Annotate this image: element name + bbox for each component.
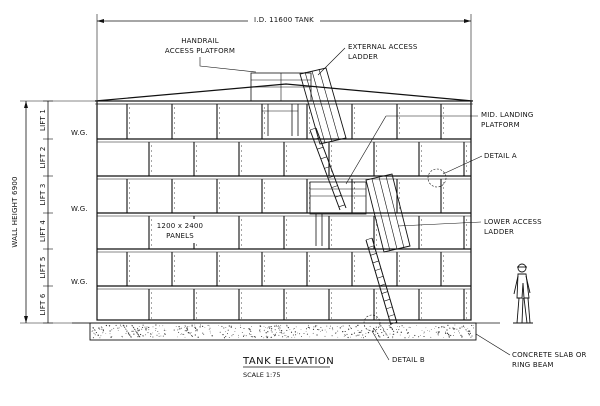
callout-concrete-line2: RING BEAM [512,361,554,369]
panels-label-line1: 1200 x 2400 [157,222,203,230]
title-text: TANK ELEVATION [242,356,334,367]
scale-text: SCALE 1:75 [243,371,281,379]
callout-detail-a: DETAIL A [427,152,517,188]
callout-external-ladder-line2: LADDER [348,53,378,61]
callout-lower-ladder-line1: LOWER ACCESS [484,218,542,226]
top-dimension: I.D. 11600 TANK [96,14,472,100]
lift-label-5: LIFT 5 [39,256,47,278]
drawing-title: TANK ELEVATION SCALE 1:75 [242,356,334,379]
callout-mid-landing: MID. LANDING PLATFORM [345,111,534,185]
detail-b-label: DETAIL B [392,356,425,364]
wall-height-label: WALL HEIGHT 6900 [11,176,19,247]
lift-label-3: LIFT 3 [39,183,47,205]
tank-wall [96,100,472,321]
callout-lower-ladder: LOWER ACCESS LADDER [397,218,542,236]
callout-mid-landing-line1: MID. LANDING [481,111,534,119]
callout-detail-b: DETAIL B [363,314,425,364]
callout-handrail-line2: ACCESS PLATFORM [165,47,235,55]
mid-landing-platform [309,181,367,246]
lift-label-6: LIFT 6 [39,293,47,315]
concrete-slab [72,322,500,341]
callout-concrete-line1: CONCRETE SLAB OR [512,351,587,359]
callout-lower-ladder-line2: LADDER [484,228,514,236]
lift-label-1: LIFT 1 [39,109,47,131]
lift-label-2: LIFT 2 [39,146,47,168]
lower-access-ladder [365,173,411,326]
wind-girder-labels: W.G. W.G. W.G. [71,129,88,286]
top-dimension-label: I.D. 11600 TANK [254,16,314,24]
wind-girder-label-2: W.G. [71,205,88,213]
external-access-ladder [299,67,347,211]
panels-label-line2: PANELS [166,232,194,240]
person-figure [513,263,533,324]
callout-mid-landing-line2: PLATFORM [481,121,520,129]
callout-external-ladder-line1: EXTERNAL ACCESS [348,43,418,51]
wind-girder-label-3: W.G. [71,278,88,286]
handrail-access-platform [250,72,312,136]
callout-external-ladder: EXTERNAL ACCESS LADDER [317,43,418,76]
wall-height-dimension: WALL HEIGHT 6900 LIFT 1 LIFT 2 LIFT 3 LIFT … [11,100,97,324]
callout-concrete: CONCRETE SLAB OR RING BEAM [475,333,587,369]
callout-handrail: HANDRAIL ACCESS PLATFORM [165,37,257,73]
lift-label-4: LIFT 4 [39,220,47,242]
callout-handrail-line1: HANDRAIL [181,37,219,45]
detail-a-label: DETAIL A [484,152,517,160]
panels-label: 1200 x 2400 PANELS [152,219,208,243]
wind-girder-label-1: W.G. [71,129,88,137]
